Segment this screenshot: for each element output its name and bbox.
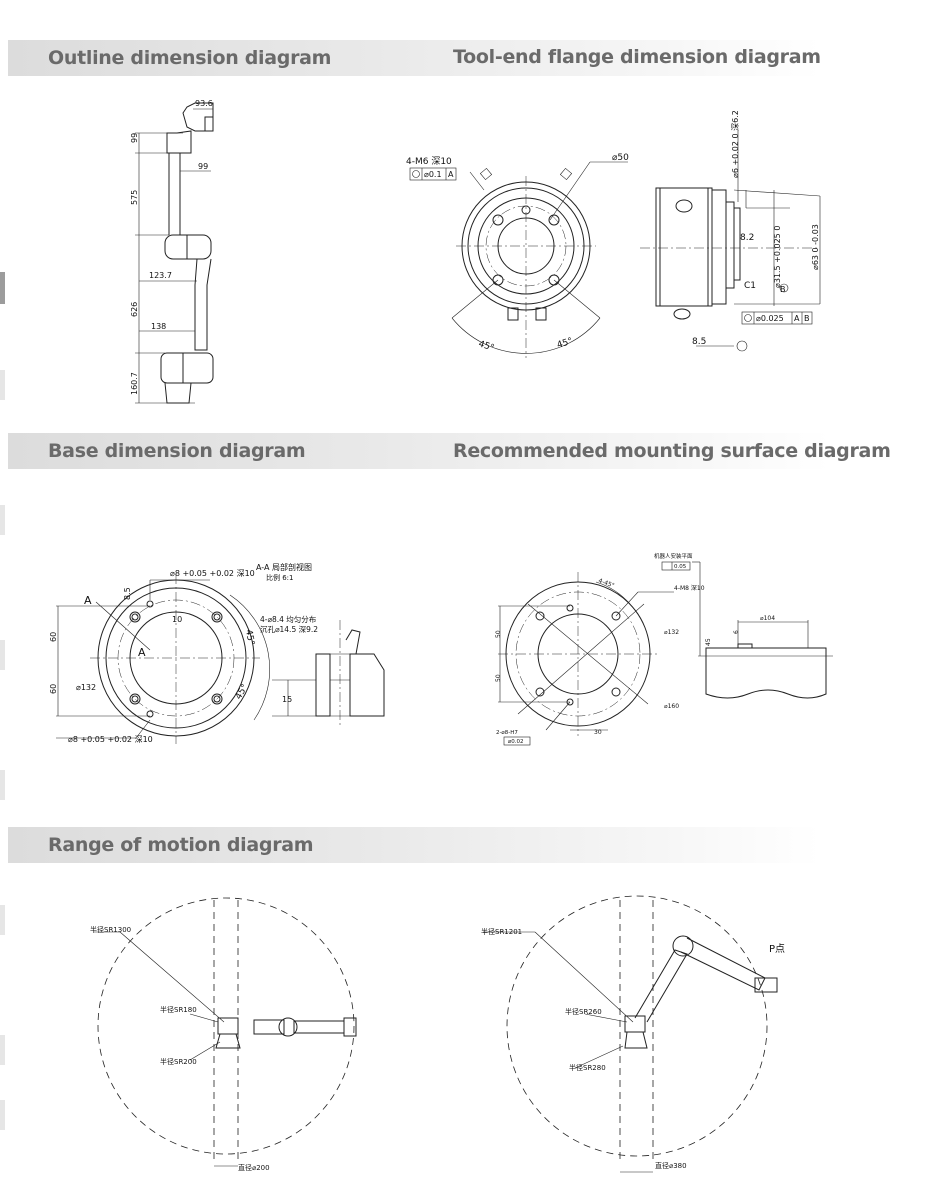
width-label: 直径⌀380 bbox=[655, 1161, 687, 1170]
dim-label: 50 bbox=[495, 630, 502, 638]
angle-label: 45° bbox=[477, 339, 495, 353]
dim-label: 99 bbox=[130, 133, 139, 143]
datum-label: B bbox=[804, 314, 810, 323]
radius-label: 半径SR180 bbox=[160, 1005, 197, 1014]
dim-label: ⌀6 +0.02 0 深6.2 bbox=[731, 110, 740, 178]
motion-range-right-drawing: 半径SR1201 半径SR260 半径SR280 直径⌀380 P点 bbox=[481, 895, 785, 1173]
dim-label: ⌀160 bbox=[664, 703, 679, 710]
dim-label: 575 bbox=[130, 190, 139, 205]
angle-label: 45° bbox=[234, 683, 251, 702]
datum-label: B bbox=[780, 285, 786, 294]
dim-label: 4-⌀8.4 均匀分布 bbox=[260, 614, 317, 624]
page-edge-mark bbox=[0, 505, 5, 535]
motion-range-left-drawing: 半径SR1300 半径SR180 半径SR200 直径⌀200 bbox=[90, 897, 357, 1172]
section-scale: 比例 6:1 bbox=[266, 573, 294, 582]
angle-label: 45° bbox=[243, 629, 256, 646]
dim-label: 626 bbox=[130, 302, 139, 317]
page-edge-mark bbox=[0, 370, 5, 400]
dim-label: C1 bbox=[744, 281, 756, 291]
dim-label: ⌀8 +0.05 +0.02 深10 bbox=[170, 569, 255, 578]
page-edge-mark bbox=[0, 640, 5, 670]
angle-label: 45° bbox=[556, 336, 574, 350]
dim-label: 138 bbox=[151, 322, 166, 331]
dim-label: ⌀31.5 +0.025 0 bbox=[773, 226, 782, 288]
section-title: A-A 局部剖视图 bbox=[256, 562, 312, 572]
page-edge-mark bbox=[0, 905, 5, 935]
section-marker: A bbox=[84, 594, 92, 607]
section-header-band bbox=[8, 827, 820, 863]
page-edge-mark bbox=[0, 1035, 5, 1065]
dim-label: 45 bbox=[705, 638, 712, 646]
flange-section-title: Tool-end flange dimension diagram bbox=[453, 46, 821, 68]
dim-label: 8.5 bbox=[692, 337, 706, 347]
dim-label: 50 bbox=[495, 674, 502, 682]
dim-label: 30 bbox=[594, 729, 602, 736]
base-section-title: Base dimension diagram bbox=[48, 440, 306, 462]
dim-label: 2-⌀8-H7 bbox=[496, 730, 518, 736]
datum-label: A bbox=[448, 170, 454, 179]
dim-label: 4-M8 深10 bbox=[674, 584, 705, 592]
radius-label: 半径SR1300 bbox=[90, 925, 131, 934]
section-header-band bbox=[8, 40, 820, 76]
dim-label: ⌀50 bbox=[612, 153, 629, 163]
page-edge-marker bbox=[0, 272, 5, 304]
tol-label: ⌀0.02 bbox=[508, 739, 524, 745]
motion-section-title: Range of motion diagram bbox=[48, 834, 314, 856]
flatness-value: 0.05 bbox=[674, 564, 687, 570]
mounting-section-title: Recommended mounting surface diagram bbox=[453, 440, 891, 462]
dim-label: 123.7 bbox=[149, 271, 172, 280]
dim-label: 160.7 bbox=[130, 372, 139, 395]
dim-label: 60 bbox=[49, 684, 58, 694]
section-header-band bbox=[8, 433, 830, 469]
point-label: P点 bbox=[769, 943, 785, 955]
dim-label: 60 bbox=[49, 632, 58, 642]
dim-label: 4-M6 深10 bbox=[406, 156, 452, 167]
dim-label: ⌀8 +0.05 +0.02 深10 bbox=[68, 735, 153, 744]
radius-label: 半径SR260 bbox=[565, 1007, 602, 1016]
flatness-title: 机器人安装平面 bbox=[654, 552, 693, 560]
dim-label: 10 bbox=[172, 615, 182, 624]
outline-dimension-drawing: 93.6 99 99 575 123.7 626 138 160.7 bbox=[130, 99, 214, 404]
tol-label: ⌀0.1 bbox=[424, 170, 442, 179]
mounting-surface-drawing: 机器人安装平面 0.05 4-45° 4-M8 深10 ⌀132 ⌀160 50… bbox=[495, 552, 833, 746]
dim-label: 93.6 bbox=[195, 99, 213, 108]
dim-label: ⌀132 bbox=[76, 683, 96, 692]
dim-label: 6 bbox=[733, 630, 740, 634]
datum-label: A bbox=[794, 314, 800, 323]
page-edge-mark bbox=[0, 1100, 5, 1130]
dim-label: 8.5 bbox=[123, 587, 132, 600]
tol-label: ⌀0.025 bbox=[756, 314, 784, 323]
dim-label: 8.2 bbox=[740, 233, 754, 243]
section-marker: A bbox=[138, 646, 146, 659]
width-label: 直径⌀200 bbox=[238, 1163, 270, 1172]
dim-label: ⌀132 bbox=[664, 629, 679, 636]
radius-label: 半径SR200 bbox=[160, 1057, 197, 1066]
base-dimension-drawing: ⌀8 +0.05 +0.02 深10 8.5 A A 10 60 60 ⌀132… bbox=[49, 562, 385, 744]
flange-dimension-drawing: 4-M6 深10 ⌀0.1 A ⌀50 45° 45° ⌀6 +0.02 0 深… bbox=[406, 110, 821, 358]
radius-label: 半径SR1201 bbox=[481, 927, 522, 936]
dim-label: ⌀63 0 -0.03 bbox=[811, 224, 820, 270]
page-edge-mark bbox=[0, 770, 5, 800]
dim-label: 15 bbox=[282, 695, 292, 704]
radius-label: 半径SR280 bbox=[569, 1063, 606, 1072]
outline-section-title: Outline dimension diagram bbox=[48, 47, 332, 69]
dim-label: 99 bbox=[198, 162, 208, 171]
dim-label: ⌀104 bbox=[760, 615, 775, 622]
dim-label: 沉孔⌀14.5 深9.2 bbox=[260, 625, 318, 634]
